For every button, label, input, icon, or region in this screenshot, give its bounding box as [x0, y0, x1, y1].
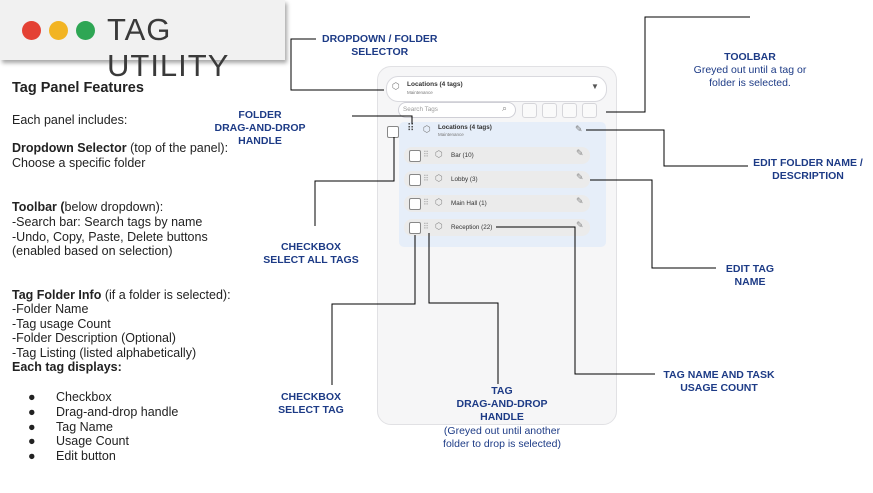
tag-drag-handle-icon[interactable]: ⠿ — [423, 150, 429, 159]
green-dot-icon — [76, 21, 95, 40]
select-all-checkbox[interactable] — [387, 126, 399, 138]
tag-icon: ⬡ — [435, 173, 443, 183]
folder-line: -Folder Description (Optional) — [12, 331, 176, 345]
connector-folder-handle — [352, 115, 413, 124]
bullet-item: Edit button — [56, 449, 116, 463]
edit-folder-pencil-icon[interactable]: ✎ — [575, 124, 583, 134]
bullet-icon: ● — [28, 449, 36, 463]
dropdown-feature: Dropdown Selector (top of the panel): — [12, 141, 229, 155]
edit-tag-pencil-icon[interactable]: ✎ — [576, 196, 584, 206]
tag-checkbox[interactable] — [409, 222, 421, 234]
bullet-icon: ● — [28, 420, 36, 434]
tag-checkbox[interactable] — [409, 150, 421, 162]
tag-icon: ⬡ — [435, 149, 443, 159]
folder-dropdown[interactable]: ⬡ Locations (4 tags) Maintenance ▼ — [386, 76, 607, 102]
tag-drag-handle-icon[interactable]: ⠿ — [423, 222, 429, 231]
bullet-item: Drag-and-drop handle — [56, 405, 179, 419]
search-placeholder: Search Tags — [403, 106, 438, 113]
intro-text: Each panel includes: — [12, 113, 128, 127]
tag-label: Reception (22) — [451, 224, 493, 231]
dropdown-desc: Choose a specific folder — [12, 156, 146, 170]
edit-tag-pencil-icon[interactable]: ✎ — [576, 220, 584, 230]
toolbar-line: -Undo, Copy, Paste, Delete buttons — [12, 230, 208, 244]
tag-label: Lobby (3) — [451, 176, 478, 183]
tag-label: Bar (10) — [451, 152, 474, 159]
bullet-icon: ● — [28, 390, 36, 404]
connector-checkbox-tag — [331, 235, 416, 385]
search-icon: ⌕ — [502, 103, 508, 113]
tag-icon: ⬡ — [435, 221, 443, 231]
edit-tag-pencil-icon[interactable]: ✎ — [576, 172, 584, 182]
tag-label: Main Hall (1) — [451, 200, 487, 207]
bullet-icon: ● — [28, 405, 36, 419]
undo-button[interactable] — [522, 103, 537, 118]
tag-row: ⠿ ⬡ Main Hall (1) ✎ — [404, 195, 590, 212]
bullet-item: Usage Count — [56, 434, 129, 448]
tag-drag-handle-icon[interactable]: ⠿ — [423, 174, 429, 183]
tag-checkbox[interactable] — [409, 198, 421, 210]
tag-icon: ⬡ — [423, 124, 431, 134]
folder-line: -Folder Name — [12, 302, 89, 316]
chevron-down-icon: ▼ — [591, 82, 599, 91]
dropdown-title: Locations (4 tags) — [407, 81, 463, 88]
tag-icon: ⬡ — [435, 197, 443, 207]
folder-feature: Tag Folder Info (if a folder is selected… — [12, 288, 231, 302]
title-card: TAG UTILITY — [0, 0, 285, 83]
folder-drag-handle-icon[interactable]: ⠿ — [407, 123, 414, 134]
paste-button[interactable] — [562, 103, 577, 118]
tag-checkbox[interactable] — [409, 174, 421, 186]
yellow-dot-icon — [49, 21, 68, 40]
tag-icon: ⬡ — [392, 81, 400, 91]
folder-line: -Tag Listing (listed alphabetically) — [12, 346, 197, 360]
toolbar-line: -Search bar: Search tags by name — [12, 215, 203, 229]
connector-tag-handle — [428, 233, 499, 384]
tag-displays-heading: Each tag displays: — [12, 360, 122, 374]
connector-toolbar — [606, 16, 750, 113]
callout-edit-folder: EDIT FOLDER NAME /DESCRIPTION — [753, 157, 863, 182]
tag-drag-handle-icon[interactable]: ⠿ — [423, 198, 429, 207]
callout-toolbar: TOOLBAR — [724, 51, 776, 63]
bullet-item: Checkbox — [56, 390, 112, 404]
connector-checkbox-all — [314, 137, 395, 226]
delete-button[interactable] — [582, 103, 597, 118]
dropdown-subtitle: Maintenance — [407, 90, 433, 95]
tag-row: ⠿ ⬡ Lobby (3) ✎ — [404, 171, 590, 188]
copy-button[interactable] — [542, 103, 557, 118]
toolbar-line: (enabled based on selection) — [12, 244, 173, 258]
connector-edit-tag — [590, 179, 716, 269]
folder-title: Locations (4 tags) — [438, 124, 492, 131]
features-heading: Tag Panel Features — [12, 80, 144, 96]
folder-line: -Tag usage Count — [12, 317, 111, 331]
folder-subtitle: Maintenance — [438, 132, 464, 137]
edit-tag-pencil-icon[interactable]: ✎ — [576, 148, 584, 158]
bullet-item: Tag Name — [56, 420, 113, 434]
page-title: TAG UTILITY — [107, 12, 230, 83]
connector-dropdown — [290, 38, 384, 91]
connector-edit-folder — [586, 129, 748, 167]
search-input[interactable]: Search Tags ⌕ — [398, 102, 516, 118]
tag-row: ⠿ ⬡ Bar (10) ✎ — [404, 147, 590, 164]
connector-tag-name — [496, 226, 655, 375]
red-dot-icon — [22, 21, 41, 40]
toolbar-feature: Toolbar (below dropdown): — [12, 200, 164, 214]
bullet-icon: ● — [28, 434, 36, 448]
